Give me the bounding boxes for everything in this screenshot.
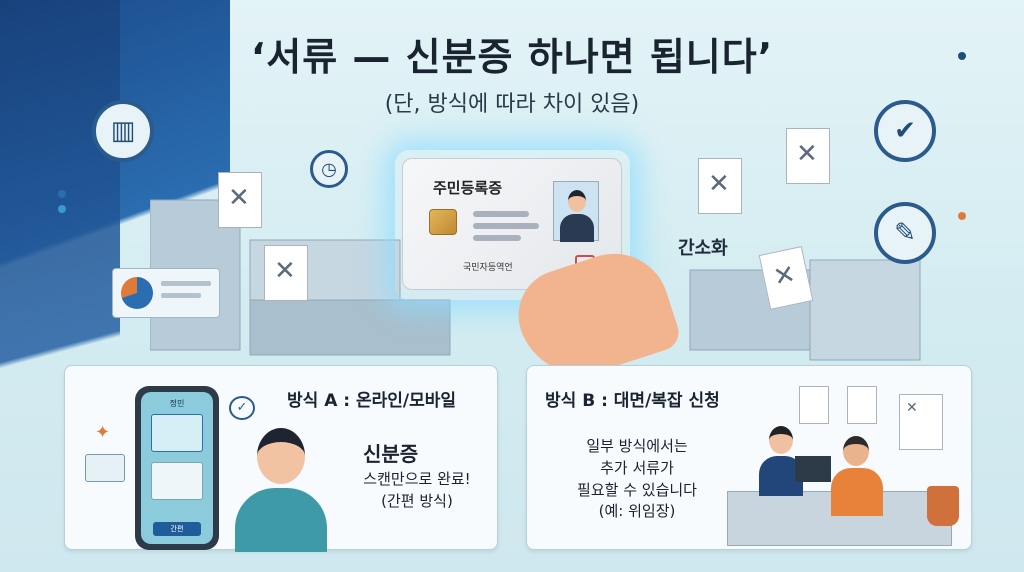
chip-icon [429, 209, 457, 235]
dot-decoration [958, 212, 966, 220]
phone-illustration: 정민 간편 [135, 386, 219, 550]
method-a-description: 스캔만으로 완료! (간편 방식) [337, 469, 497, 513]
pen-icon: ✎ [874, 202, 936, 264]
method-b-heading: 방식 B : 대면/복잡 신청 [545, 391, 720, 411]
document-x-icon: ✕ [218, 172, 262, 228]
method-b-line3: 필요할 수 있습니다 [577, 480, 697, 499]
method-a-line2: (간편 방식) [381, 491, 453, 510]
document-x-icon: ✕ [899, 394, 943, 450]
method-b-panel: 방식 B : 대면/복잡 신청 일부 방식에서는 추가 서류가 필요할 수 있습… [526, 365, 972, 550]
dot-decoration [958, 52, 966, 60]
pie-chart-card [112, 268, 220, 318]
method-a-heading: 방식 A : 온라인/모바일 [287, 391, 457, 411]
id-photo [553, 181, 599, 242]
method-b-line2: 추가 서류가 [600, 458, 674, 477]
stamp-icon [927, 486, 959, 526]
phone-button: 간편 [153, 522, 201, 536]
visitor-illustration [827, 436, 887, 526]
pie-chart-icon [121, 277, 153, 309]
method-b-line1: 일부 방식에서는 [586, 437, 688, 455]
dot-decoration [58, 190, 66, 198]
phone-header: 정민 [169, 399, 185, 408]
document-x-icon: ✕ [698, 158, 742, 214]
monitor-illustration [795, 456, 831, 482]
method-a-big-text: 신분증 [363, 442, 419, 466]
simplified-label: 간소화 [678, 238, 728, 259]
clock-icon: ◷ [310, 150, 348, 188]
document-x-icon: ✕ [786, 128, 830, 184]
method-a-panel: 방식 A : 온라인/모바일 정민 간편 ✦ ✓ 신분증 스캔만으로 완료! (… [64, 365, 498, 552]
page-title: ‘서류 — 신분증 하나면 됩니다’ [250, 35, 774, 79]
document-x-icon: ✕ [264, 245, 308, 301]
person-illustration [225, 428, 335, 552]
sparkle-icon: ✦ [95, 422, 111, 443]
face-scan-icon [151, 414, 203, 452]
clipboard-check-icon: ✔ [874, 100, 936, 162]
method-b-line4: (예: 위임장) [598, 502, 676, 521]
id-card-icon [151, 462, 203, 500]
page-subtitle: (단, 방식에 따라 차이 있음) [384, 92, 640, 117]
method-b-description: 일부 방식에서는 추가 서류가 필요할 수 있습니다 (예: 위임장) [547, 436, 727, 523]
method-a-line1: 스캔만으로 완료! [363, 470, 471, 488]
chart-icon: ▥ [92, 100, 154, 162]
id-card-icon [85, 454, 125, 482]
chat-check-icon: ✓ [229, 396, 255, 420]
document-icon [799, 386, 829, 424]
id-card-title: 주민등록증 [433, 179, 503, 197]
document-icon [847, 386, 877, 424]
id-card-footer: 국민자등역언 [463, 263, 513, 273]
dot-decoration [58, 205, 66, 213]
